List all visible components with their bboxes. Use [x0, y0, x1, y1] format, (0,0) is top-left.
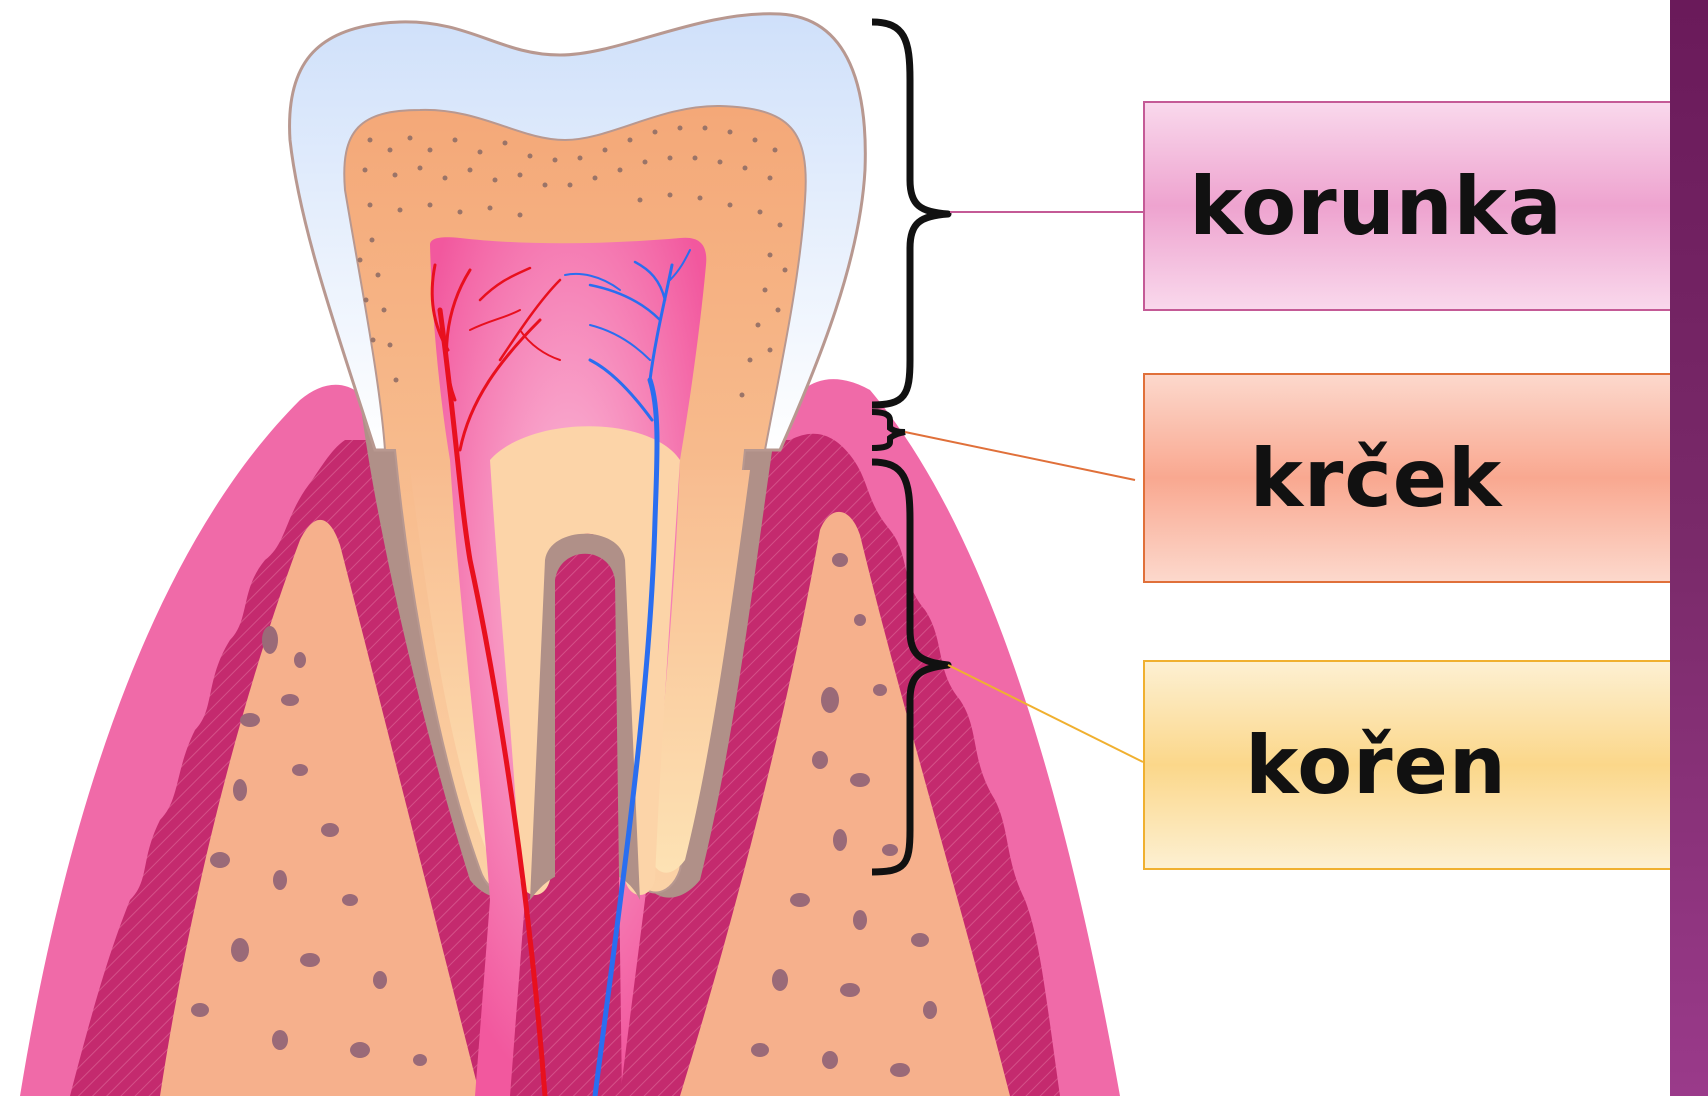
label-krcek-text: krček — [1250, 432, 1503, 525]
label-krcek: krček — [1143, 373, 1708, 583]
label-korunka: korunka — [1143, 101, 1708, 311]
leader-line-krcek — [905, 432, 1135, 480]
label-korunka-text: korunka — [1189, 160, 1563, 253]
label-koren: kořen — [1143, 660, 1708, 870]
label-koren-text: kořen — [1245, 719, 1507, 812]
inter-root-gum — [555, 554, 622, 1096]
brace-bracket-icon — [872, 22, 948, 405]
slide-side-bar — [1670, 0, 1708, 1096]
